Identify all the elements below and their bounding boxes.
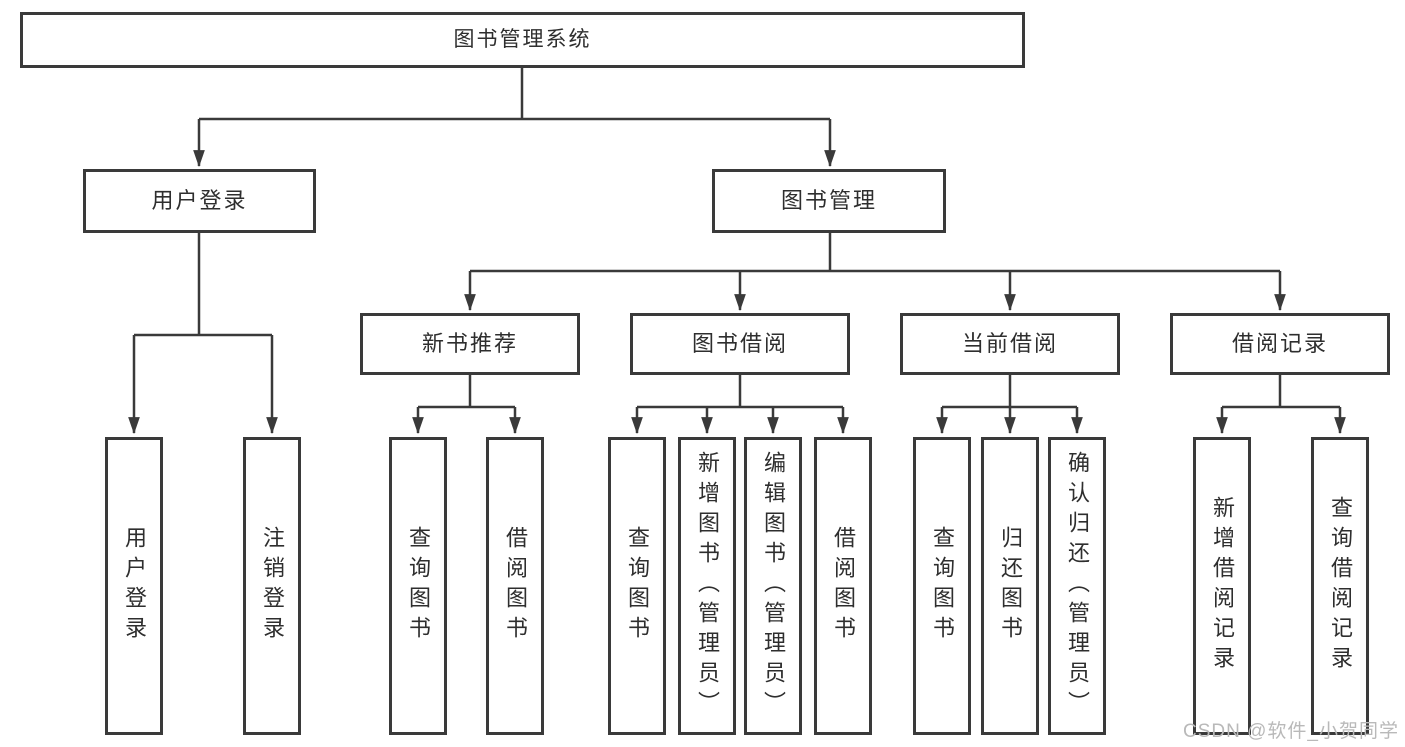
leaf-return-books: 归还图书	[981, 437, 1039, 735]
node-book-management: 图书管理	[712, 169, 946, 233]
leaf-logout: 注销登录	[243, 437, 301, 735]
node-current-borrow: 当前借阅	[900, 313, 1120, 375]
leaf-query-borrow-record: 查询借阅记录	[1311, 437, 1369, 735]
node-user-login: 用户登录	[83, 169, 316, 233]
leaf-edit-books-admin: 编辑图书（管理员）	[744, 437, 802, 735]
leaf-borrow-books: 借阅图书	[814, 437, 872, 735]
leaf-add-borrow-record: 新增借阅记录	[1193, 437, 1251, 735]
leaf-query-books-current: 查询图书	[913, 437, 971, 735]
node-library-management-system: 图书管理系统	[20, 12, 1025, 68]
node-borrow-records: 借阅记录	[1170, 313, 1390, 375]
leaf-query-books-recommend: 查询图书	[389, 437, 447, 735]
leaf-add-books-admin: 新增图书（管理员）	[678, 437, 736, 735]
leaf-user-login: 用户登录	[105, 437, 163, 735]
node-new-book-recommend: 新书推荐	[360, 313, 580, 375]
leaf-borrow-books-recommend: 借阅图书	[486, 437, 544, 735]
node-book-borrow: 图书借阅	[630, 313, 850, 375]
leaf-query-books-borrow: 查询图书	[608, 437, 666, 735]
leaf-confirm-return-admin: 确认归还（管理员）	[1048, 437, 1106, 735]
csdn-watermark: CSDN @软件_小贺同学	[1183, 721, 1399, 742]
